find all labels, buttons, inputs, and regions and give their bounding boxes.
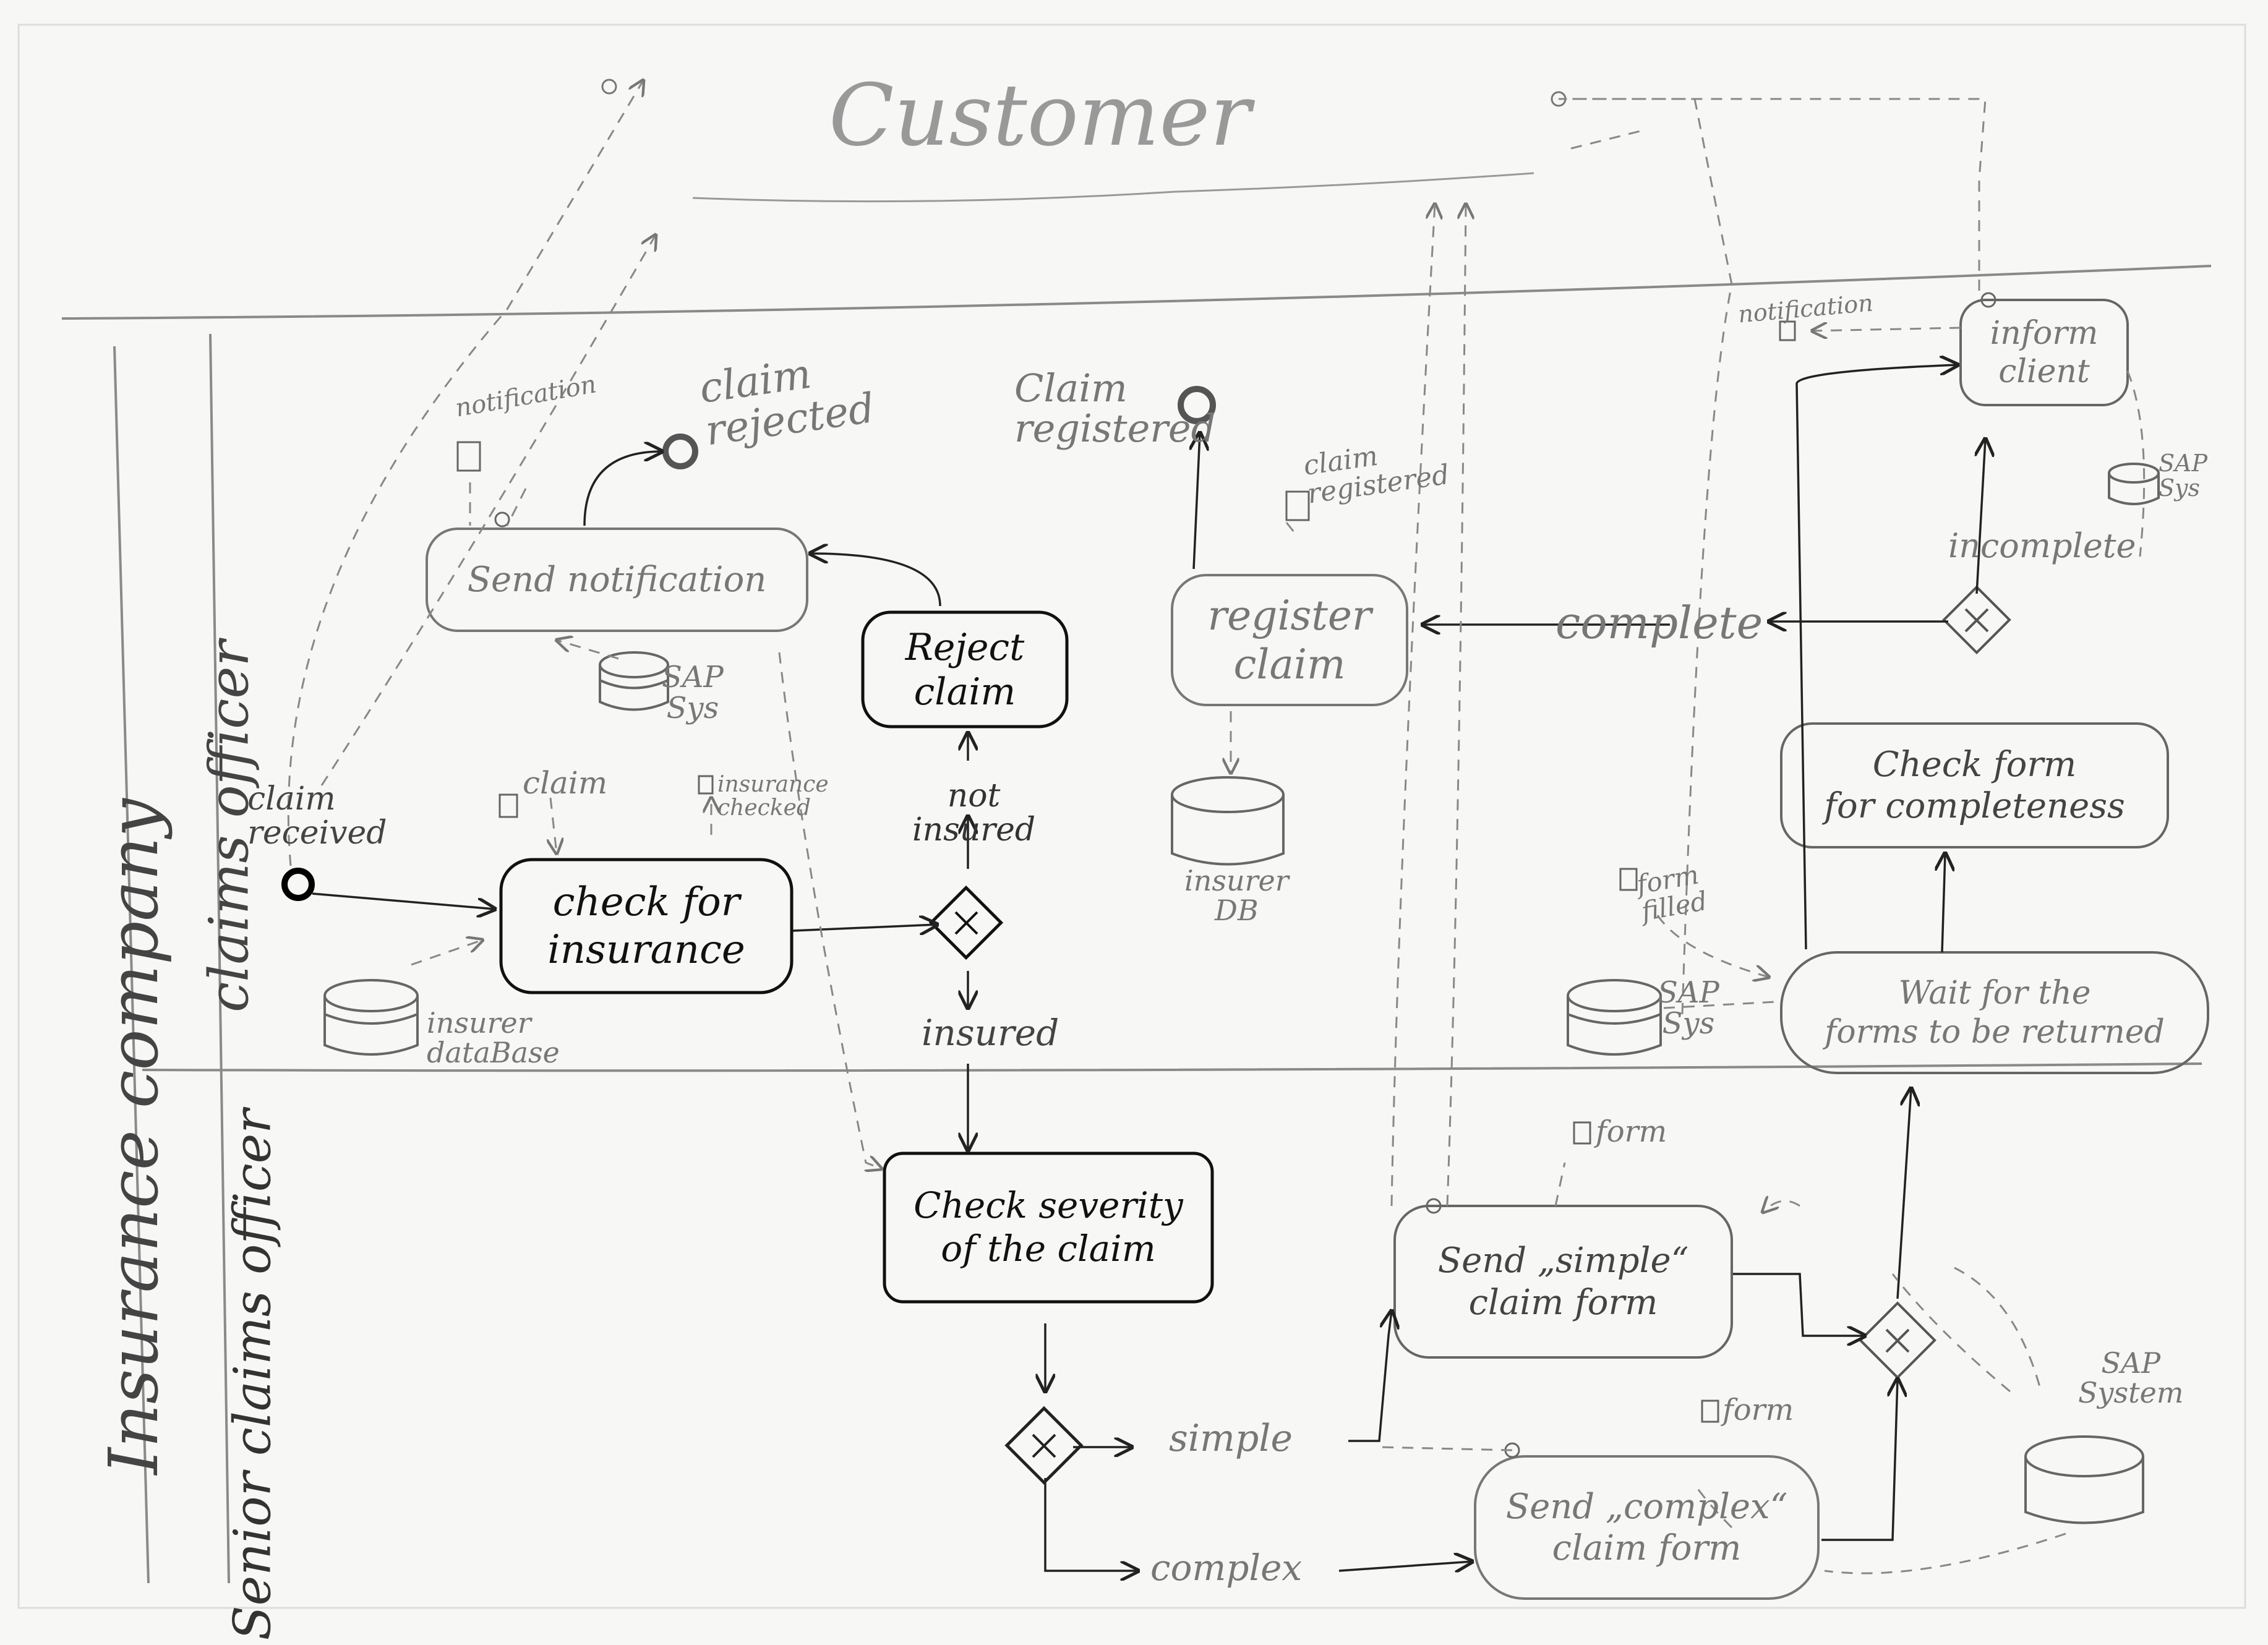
end-event-claim-registered <box>1178 386 1216 424</box>
data-store-sap-system: SAP System <box>2078 1346 2184 1410</box>
data-store-insurer-database: insurer dataBase <box>427 1006 560 1070</box>
gateways <box>928 585 2011 1485</box>
store-sap-system <box>2024 1435 2144 1524</box>
task-register-claim[interactable]: register claim <box>1207 591 1372 688</box>
task-wait-for-forms[interactable]: Wait for the forms to be returned <box>1825 975 2165 1051</box>
flow-label-complex: complex <box>1150 1547 1303 1589</box>
task-send-notification-shape <box>426 528 808 632</box>
task-check-completeness-shape <box>1780 722 2169 848</box>
customer-wave-line <box>692 172 1534 203</box>
event-label-claim-registered: Claim registered <box>1014 365 1216 451</box>
gateway-severity <box>1004 1406 1084 1485</box>
store-sap-sys-1 <box>599 651 669 711</box>
pool-label-insurance-company: Insurance company <box>93 798 173 1475</box>
task-reject-claim[interactable]: Reject claim <box>905 625 1025 714</box>
task-send-simple-claim-form[interactable]: Send „simple“ claim form <box>1437 1241 1689 1323</box>
customer-pool-boundary <box>61 265 2212 320</box>
data-store-sap-sys-1: SAP Sys <box>662 660 724 726</box>
gateway-merge <box>1859 1301 1936 1380</box>
task-check-form-completeness[interactable]: Check form for completeness <box>1824 744 2125 826</box>
end-event-claim-rejected <box>662 434 698 469</box>
flow-label-incomplete: incomplete <box>1948 526 2136 565</box>
task-check-for-insurance[interactable]: check for insurance <box>547 879 745 973</box>
event-label-claim-received: claim received <box>247 780 387 852</box>
pool-lane-lines <box>61 172 2212 1584</box>
gateway-completeness <box>1942 585 2011 655</box>
task-send-simple-shape <box>1393 1205 1733 1359</box>
task-send-complex-claim-form[interactable]: Send „complex“ claim form <box>1505 1486 1788 1568</box>
task-check-severity-shape <box>883 1152 1214 1304</box>
flow-label-complete: complete <box>1556 597 1763 649</box>
sequence-flows <box>312 365 1985 1571</box>
data-object-form-2: form <box>1722 1393 1794 1427</box>
task-inform-client-shape <box>1959 299 2129 406</box>
data-store-sap-sys-2: SAP Sys <box>1658 975 1719 1041</box>
store-sap-sys-3 <box>2108 463 2160 505</box>
pool-label-divider-outer <box>113 346 150 1584</box>
data-object-form-1: form <box>1596 1114 1667 1149</box>
task-inform-client[interactable]: inform client <box>1990 314 2099 390</box>
lane-label-senior-claims-officer: Senior claims officer <box>223 1109 283 1641</box>
pool-label-customer: Customer <box>829 66 1251 165</box>
gateway-insured <box>928 885 1004 960</box>
lane-divider <box>142 1062 2202 1072</box>
start-event-claim-received <box>281 868 315 901</box>
task-send-notification[interactable]: Send notification <box>467 559 767 600</box>
store-sap-sys-2 <box>1567 979 1662 1056</box>
task-send-complex-shape <box>1474 1455 1820 1600</box>
paper-edge <box>17 24 2246 1609</box>
store-insurer-db <box>1171 776 1285 866</box>
task-wait-forms-shape <box>1780 951 2209 1074</box>
task-check-for-insurance-shape <box>499 858 794 994</box>
data-object-claim: claim <box>523 765 608 801</box>
events <box>281 79 1996 1458</box>
message-flows <box>287 80 2146 1574</box>
task-register-claim-shape <box>1171 574 1408 706</box>
flow-label-simple: simple <box>1169 1417 1293 1460</box>
flow-label-not-insured: not insured <box>912 777 1036 848</box>
data-store-sap-sys-3: SAP Sys <box>2159 450 2208 502</box>
lane-label-divider <box>209 333 230 1584</box>
data-object-insurance-checked: insurance checked <box>717 772 829 821</box>
task-check-severity[interactable]: Check severity of the claim <box>914 1184 1183 1270</box>
store-insurer-database <box>323 979 419 1056</box>
data-stores <box>323 463 2160 1524</box>
data-store-insurer-db: insurer DB <box>1184 864 1289 928</box>
task-reject-claim-shape <box>861 610 1069 728</box>
flow-label-insured: insured <box>922 1012 1059 1054</box>
data-object-form-filled: form filled <box>1634 859 1710 927</box>
data-objects <box>456 320 1796 1423</box>
